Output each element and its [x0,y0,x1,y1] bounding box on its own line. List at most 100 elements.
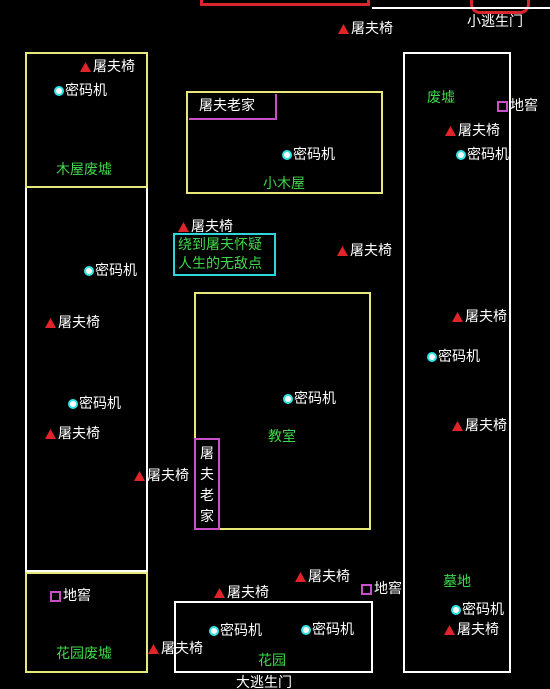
red-triangle-icon [337,246,348,256]
cyan-ring-icon [282,150,292,160]
hook-marker: 屠夫椅 [337,243,392,259]
hook-label: 屠夫椅 [147,468,189,484]
hook-marker: 屠夫椅 [452,418,507,434]
generator-label: 密码机 [220,623,262,639]
top-exit-marker [200,0,370,6]
cyan-ring-icon [456,150,466,160]
red-triangle-icon [45,429,56,439]
killer-home-horizontal-label: 屠夫老家 [199,98,255,114]
generator-label: 密码机 [293,147,335,163]
generator-marker: 密码机 [451,602,504,618]
cyan-ring-icon [451,605,461,615]
killer-home-vertical-char-3: 老 [200,488,214,504]
generator-marker: 密码机 [209,623,262,639]
generator-marker: 密码机 [84,263,137,279]
hook-marker: 屠夫椅 [45,315,100,331]
red-triangle-icon [80,62,91,72]
red-triangle-icon [148,644,159,654]
hook-label: 屠夫椅 [350,243,392,259]
red-triangle-icon [444,625,455,635]
hook-marker: 屠夫椅 [338,21,393,37]
cabin-ruins-room [25,52,148,188]
cabin-room [186,91,383,194]
cyan-ring-icon [209,626,219,636]
hook-marker: 屠夫椅 [148,641,203,657]
hook-marker: 屠夫椅 [134,468,189,484]
hook-marker: 屠夫椅 [295,569,350,585]
generator-marker: 密码机 [456,147,509,163]
killer-home-vertical-char-4: 家 [200,509,214,525]
hook-marker: 屠夫椅 [45,426,100,442]
generator-label: 密码机 [312,622,354,638]
region-garden: 花园 [258,653,286,669]
generator-marker: 密码机 [68,396,121,412]
hook-label: 屠夫椅 [465,418,507,434]
hook-label: 屠夫椅 [191,219,233,235]
generator-marker: 密码机 [282,147,335,163]
red-triangle-icon [134,471,145,481]
left-corridor-wall [25,186,148,572]
hook-label: 屠夫椅 [308,569,350,585]
generator-label: 密码机 [294,391,336,407]
red-triangle-icon [445,126,456,136]
region-cabin-ruins: 木屋废墟 [56,162,112,178]
magenta-square-icon [50,590,61,602]
hook-marker: 屠夫椅 [452,309,507,325]
right-corridor-wall [403,52,511,673]
garden-room [174,601,373,673]
exit-small-label: 小逃生门 [467,14,523,30]
cyan-ring-icon [68,399,78,409]
hook-marker: 屠夫椅 [445,123,500,139]
region-cabin: 小木屋 [263,176,305,192]
classroom-room [194,292,371,530]
red-triangle-icon [452,421,463,431]
generator-label: 密码机 [438,349,480,365]
region-garden-ruins: 花园废墟 [56,646,112,662]
killer-home-vertical-char-1: 屠 [200,446,214,462]
hook-label: 屠夫椅 [351,21,393,37]
killer-home-vertical [194,438,220,530]
tip-box [173,233,276,276]
cyan-ring-icon [84,266,94,276]
cyan-ring-icon [283,394,293,404]
killer-home-horizontal [189,94,277,120]
generator-label: 密码机 [79,396,121,412]
hook-marker: 屠夫椅 [80,59,135,75]
hook-label: 屠夫椅 [161,641,203,657]
hook-label: 屠夫椅 [58,315,100,331]
red-triangle-icon [178,222,189,232]
hook-label: 屠夫椅 [58,426,100,442]
region-ruins: 废墟 [427,90,455,106]
generator-marker: 密码机 [301,622,354,638]
region-graveyard: 墓地 [443,574,471,590]
hook-label: 屠夫椅 [457,622,499,638]
generator-marker: 密码机 [283,391,336,407]
cellar-marker: 地窖 [497,98,538,114]
red-triangle-icon [214,588,225,598]
generator-label: 密码机 [95,263,137,279]
tip-line-2: 人生的无敌点 [178,256,262,272]
hook-label: 屠夫椅 [93,59,135,75]
magenta-square-icon [497,100,508,112]
hook-label: 屠夫椅 [465,309,507,325]
cellar-label: 地窖 [374,581,402,597]
hook-label: 屠夫椅 [458,123,500,139]
hook-marker: 屠夫椅 [444,622,499,638]
generator-marker: 密码机 [54,83,107,99]
red-triangle-icon [295,572,306,582]
red-triangle-icon [452,312,463,322]
top-wall-line [372,7,550,9]
tip-line-1: 绕到屠夫怀疑 [178,237,262,253]
red-triangle-icon [45,318,56,328]
generator-label: 密码机 [462,602,504,618]
magenta-square-icon [361,583,372,595]
generator-marker: 密码机 [427,349,480,365]
generator-label: 密码机 [65,83,107,99]
hook-label: 屠夫椅 [227,585,269,601]
garden-ruins-room [25,572,148,673]
region-classroom: 教室 [268,429,296,445]
cellar-marker: 地窖 [50,588,91,604]
generator-label: 密码机 [467,147,509,163]
hook-marker: 屠夫椅 [178,219,233,235]
cellar-label: 地窖 [510,98,538,114]
